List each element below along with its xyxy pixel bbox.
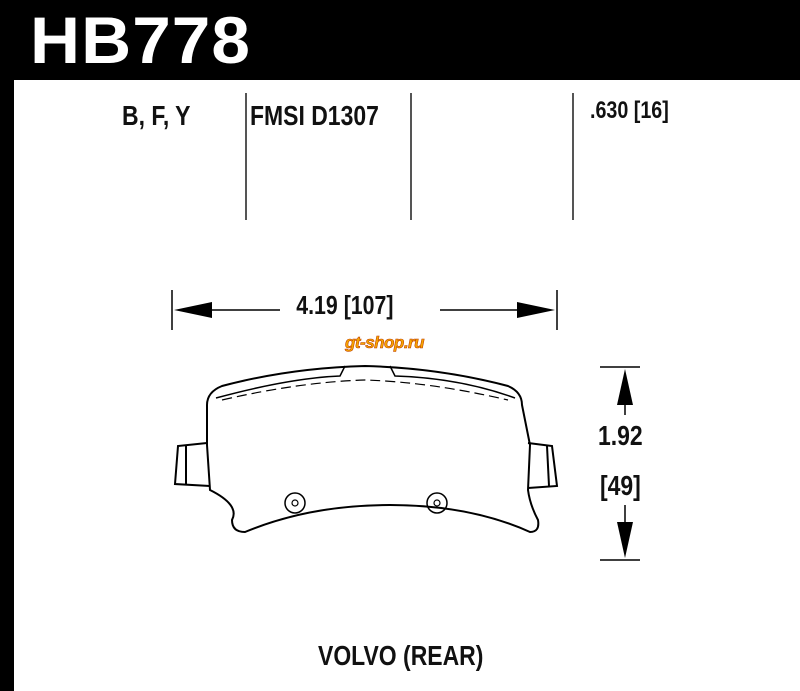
rivet-left <box>284 492 306 514</box>
divider <box>245 93 247 220</box>
compound-codes: B, F, Y <box>122 100 191 131</box>
part-number: HB778 <box>30 3 251 77</box>
height-inches: 1.92 <box>598 420 643 452</box>
brake-pad-outline <box>173 364 559 534</box>
watermark-logo: gt-shop.ru <box>345 333 425 353</box>
thickness-dimension: .630 [16] <box>590 97 669 124</box>
header-bar <box>0 0 800 80</box>
width-dimension <box>171 290 558 330</box>
rivet-right <box>426 492 448 514</box>
divider <box>572 93 574 220</box>
application: VOLVO (REAR) <box>318 640 484 671</box>
left-border <box>0 0 14 691</box>
height-dimension <box>600 366 640 561</box>
fmsi-number: FMSI D1307 <box>250 100 379 131</box>
width-label: 4.19 [107] <box>293 290 397 321</box>
divider <box>410 93 412 220</box>
height-mm: [49] <box>600 470 641 502</box>
